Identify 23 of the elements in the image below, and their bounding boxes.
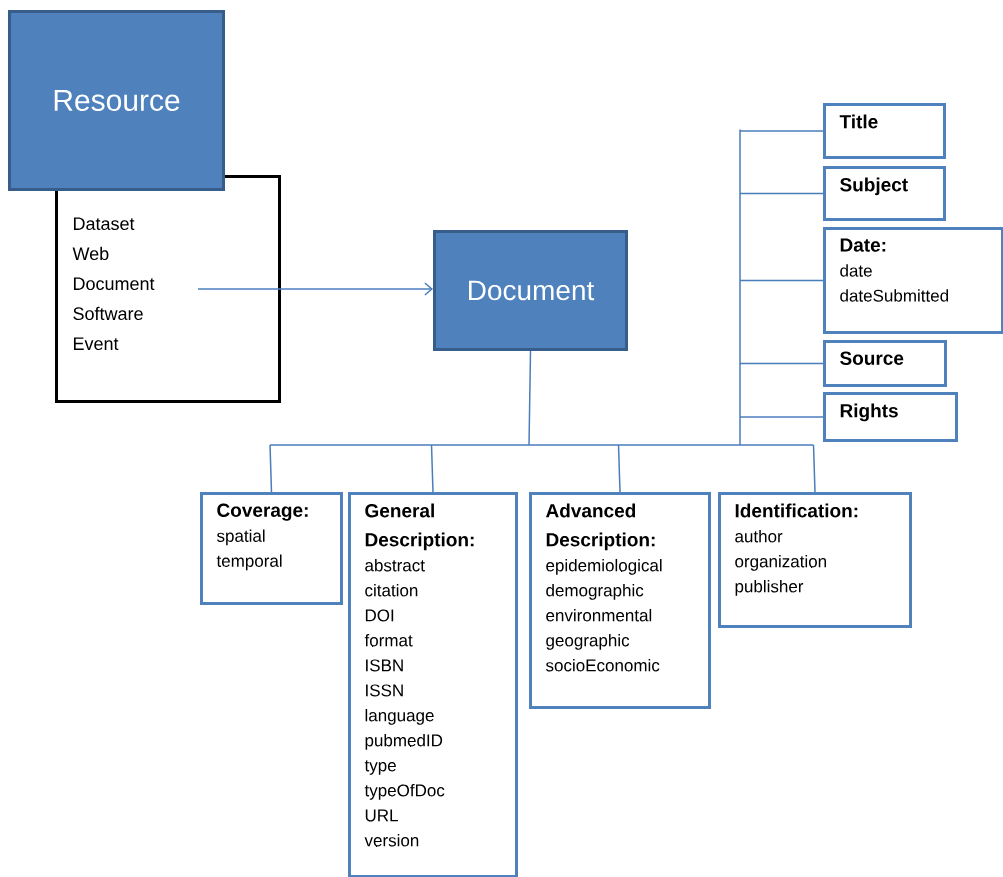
field-box: Source xyxy=(823,340,947,387)
connector-trunk xyxy=(269,128,815,446)
title-box: Document xyxy=(433,230,628,351)
connector-line xyxy=(739,416,824,418)
field-box: Rights xyxy=(823,392,958,442)
field-box: Subject xyxy=(823,166,946,221)
field-box: Coverage: spatial temporal xyxy=(200,492,343,605)
title-box: Resource xyxy=(8,10,225,191)
list-box: Dataset Web Document Software Event xyxy=(55,175,281,403)
connector-line xyxy=(739,362,824,365)
connector-line xyxy=(197,282,433,296)
connector-line xyxy=(269,444,273,493)
field-box: General Description: abstract citation DOI format ISBN ISSN language pubmedID type typeOfDoc URL version xyxy=(348,492,518,877)
field-box: Date: date dateSubmitted xyxy=(823,227,1003,334)
field-box: Title xyxy=(823,103,946,159)
connector-line xyxy=(739,130,824,132)
connector-line xyxy=(739,192,824,195)
connector-line xyxy=(617,444,621,493)
connector-line xyxy=(812,444,816,493)
connector-line xyxy=(430,444,434,493)
field-box: Identification: author organization publisher xyxy=(718,492,912,628)
connector-line xyxy=(739,279,824,282)
field-box: Advanced Description: epidemiological demographic environmental geographic socioEconomic xyxy=(529,492,711,709)
